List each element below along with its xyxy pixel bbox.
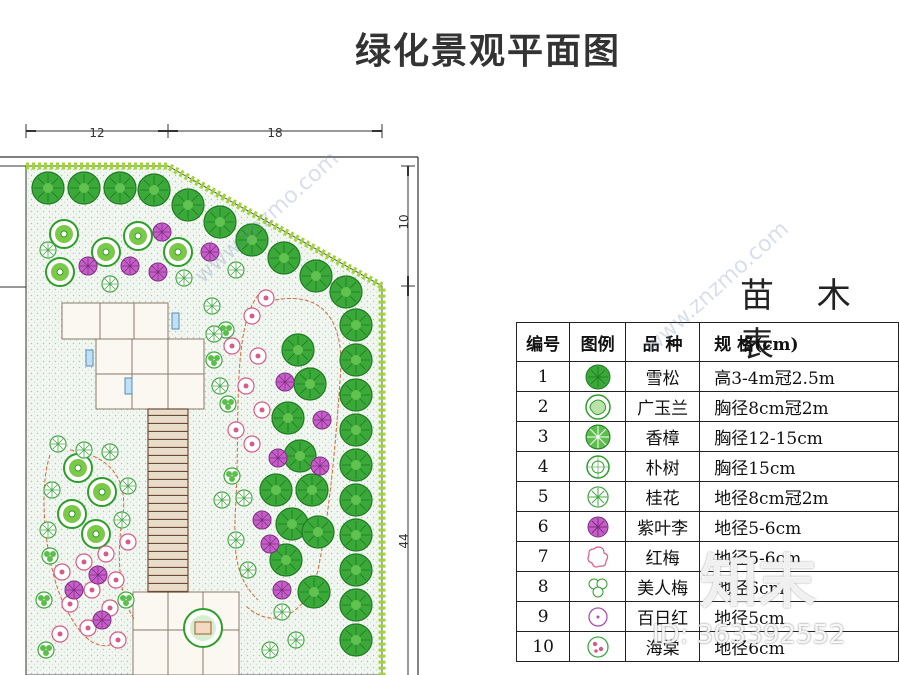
green-ring-tree-icon (585, 454, 610, 479)
table-row: 10 海棠 地径6cm (515, 631, 899, 662)
solid-green-tree-icon (585, 364, 611, 389)
dim-44: 44 (397, 533, 411, 548)
spec-value: 胸径12-15cm (699, 421, 899, 452)
header-species: 品 种 (624, 322, 701, 362)
table-row: 5 桂花 地径8cm冠2m (515, 481, 899, 512)
id-watermark: ID: 363392552 (652, 620, 846, 650)
spec-value: 胸径15cm (699, 451, 899, 482)
species-name: 广玉兰 (624, 391, 701, 422)
row-number: 1 (515, 361, 571, 392)
header-legend: 图例 (569, 322, 626, 362)
row-number: 8 (515, 571, 571, 602)
plant-schedule-table: 编号 图例 品 种 规 格(cm) 1 雪松 高3-4m冠2.5m 2 广玉兰 … (515, 322, 899, 662)
row-number: 6 (515, 511, 571, 542)
table-header-row: 编号 图例 品 种 规 格(cm) (515, 322, 899, 362)
table-row: 7 红梅 地径5-6cm (515, 541, 899, 572)
spec-value: 地径8cm冠2m (699, 481, 899, 512)
spec-value: 地径5-6cm (699, 541, 899, 572)
spec-value: 高3-4m冠2.5m (699, 361, 899, 392)
light-green-spoke-icon (586, 485, 609, 508)
pavilion (183, 608, 223, 648)
table-row: 1 雪松 高3-4m冠2.5m (515, 361, 899, 392)
purple-circle-icon (587, 606, 608, 627)
pink-dot-circle-icon (586, 635, 609, 658)
wooden-path (147, 408, 189, 593)
pink-flower-outline-icon (587, 545, 608, 568)
garden-path-right (234, 294, 342, 619)
row-number: 10 (515, 631, 571, 662)
dim-12: 12 (89, 126, 104, 140)
spec-value: 地径5cm (699, 601, 899, 632)
row-number: 3 (515, 421, 571, 452)
spec-value: 地径5-6cm (699, 511, 899, 542)
table-row: 3 香樟 胸径12-15cm (515, 421, 899, 452)
species-name: 朴树 (624, 451, 701, 482)
table-row: 8 美人梅 地径6cm (515, 571, 899, 602)
green-star-tree-icon (585, 424, 611, 449)
green-clover-icon (588, 578, 608, 597)
drawing-title: 绿化景观平面图 (355, 30, 622, 72)
spec-value: 地径6cm (699, 631, 899, 662)
species-name: 雪松 (624, 361, 701, 392)
species-name: 紫叶李 (624, 511, 701, 542)
table-row: 6 紫叶李 地径5-6cm (515, 511, 899, 542)
hedge (26, 162, 386, 675)
header-spec: 规 格(cm) (699, 322, 899, 362)
row-number: 5 (515, 481, 571, 512)
table-row: 2 广玉兰 胸径8cm冠2m (515, 391, 899, 422)
curly-green-tree-icon (584, 393, 611, 420)
row-number: 7 (515, 541, 571, 572)
logo-watermark: 知末 (700, 548, 817, 616)
species-name: 红梅 (624, 541, 701, 572)
row-number: 4 (515, 451, 571, 482)
dimension-lines (25, 124, 415, 675)
species-name: 香樟 (624, 421, 701, 452)
dim-10: 10 (397, 214, 411, 229)
species-name: 桂花 (624, 481, 701, 512)
row-number: 9 (515, 601, 571, 632)
table-row: 9 百日红 地径5cm (515, 601, 899, 632)
spec-value: 地径6cm (699, 571, 899, 602)
purple-star-icon (587, 516, 609, 537)
table-row: 4 朴树 胸径15cm (515, 451, 899, 482)
species-name: 海棠 (624, 631, 701, 662)
species-name: 美人梅 (624, 571, 701, 602)
dim-18: 18 (267, 126, 282, 140)
row-number: 2 (515, 391, 571, 422)
spec-value: 胸径8cm冠2m (699, 391, 899, 422)
header-number: 编号 (515, 322, 571, 362)
